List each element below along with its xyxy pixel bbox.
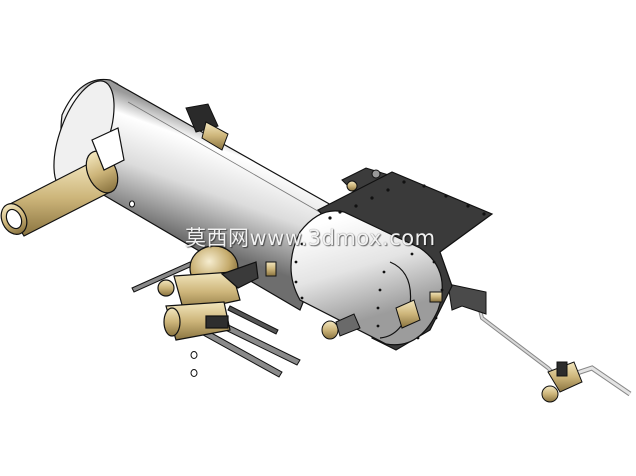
rivets: [294, 180, 486, 340]
watermark-text: 莫西网www.3dmox.com: [185, 226, 436, 250]
pipe-valve: [541, 361, 583, 403]
bracket-right: [447, 283, 487, 315]
loose-nuts: [129, 200, 198, 377]
burner-assembly: [157, 245, 259, 341]
exhaust-pipe: [0, 127, 125, 237]
firebox-fittings: [265, 261, 443, 340]
burner-rods: [131, 261, 301, 378]
